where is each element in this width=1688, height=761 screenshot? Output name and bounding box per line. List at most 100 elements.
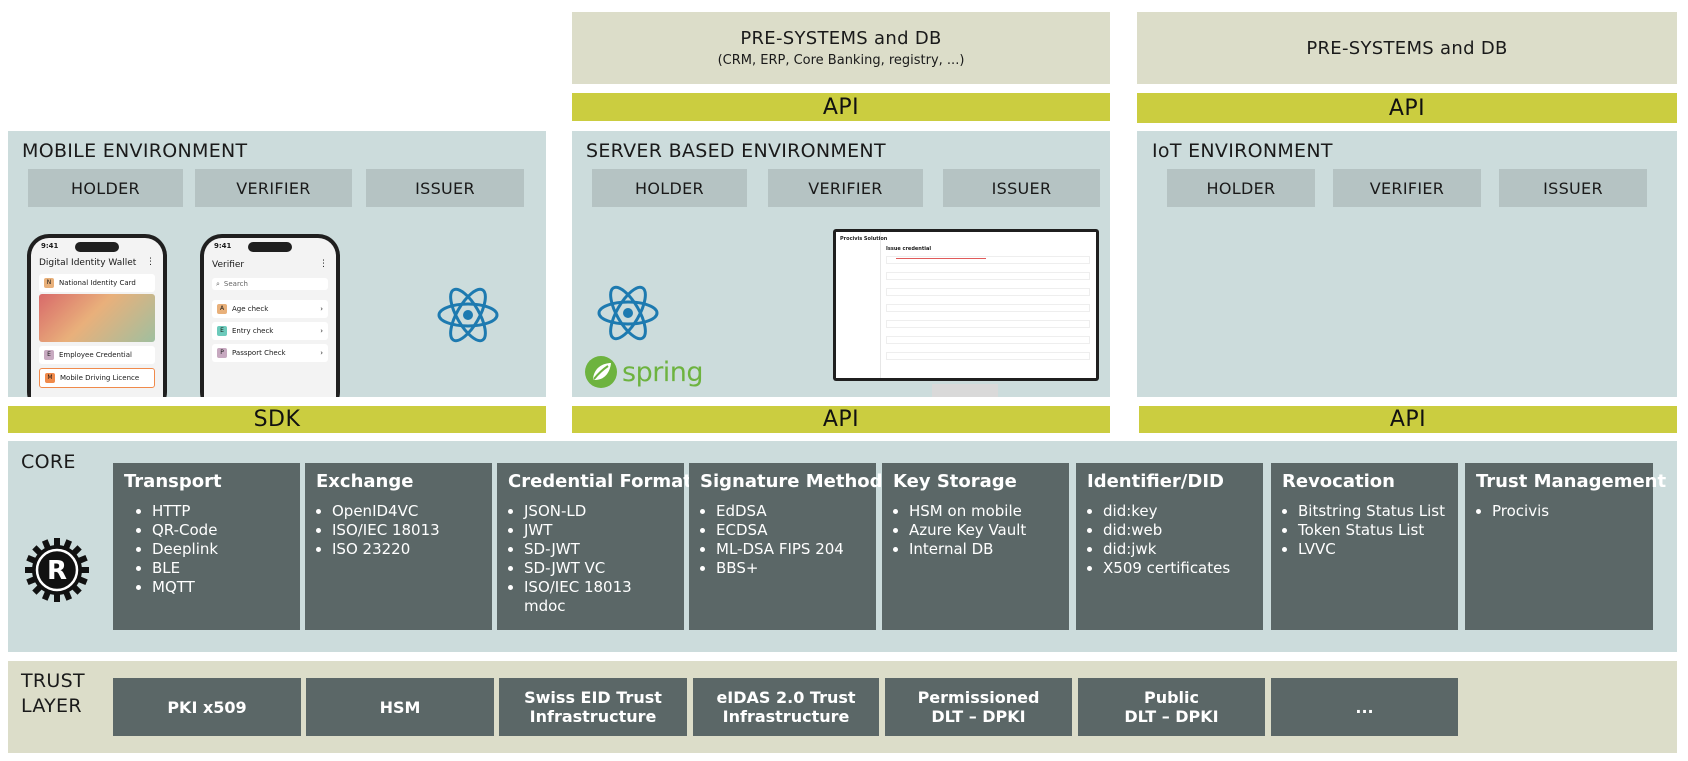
core-box-title: Identifier/DID	[1087, 471, 1224, 492]
monitor-app-title: Procivis Solution	[840, 236, 888, 242]
wallet-card-badge: E	[44, 350, 54, 360]
trust-box-line: DLT – DPKI	[1124, 707, 1219, 726]
core-box-item: HTTP	[152, 502, 289, 521]
wallet-phone-mockup: 9:41 Digital Identity Wallet ⋮ N Nationa…	[27, 234, 167, 397]
core-box-item: did:web	[1103, 521, 1252, 540]
core-box-item: HSM on mobile	[909, 502, 1058, 521]
iot-role-holder: HOLDER	[1167, 169, 1315, 207]
wallet-card-label: National Identity Card	[59, 279, 136, 287]
spring-label: spring	[622, 356, 704, 388]
wallet-time: 9:41	[41, 242, 59, 250]
verifier-item-label: Age check	[232, 305, 269, 313]
trust-label-line2: LAYER	[21, 695, 82, 717]
core-box-credential-format: Credential Format JSON-LD JWT SD-JWT SD-…	[497, 463, 692, 630]
core-box-item: Internal DB	[909, 540, 1058, 559]
trust-layer-section: TRUST LAYER PKI x509 HSM Swiss EID Trust…	[8, 661, 1677, 753]
server-role-verifier: VERIFIER	[768, 169, 923, 207]
core-label: CORE	[21, 451, 76, 473]
react-logo-icon	[597, 285, 659, 341]
core-box-item: Procivis	[1492, 502, 1642, 521]
trust-label-line1: TRUST	[21, 670, 85, 692]
core-box-list: did:key did:web did:jwk X509 certificate…	[1087, 502, 1252, 578]
wallet-card-row[interactable]: E Employee Credential	[39, 346, 155, 364]
core-box-item: JSON-LD	[524, 502, 673, 521]
core-box-item: ISO/IEC 18013 mdoc	[524, 578, 654, 616]
iot-presystems-title: PRE-SYSTEMS and DB	[1306, 37, 1508, 59]
trust-box-line: PKI x509	[167, 697, 247, 717]
verifier-search-placeholder: Search	[223, 280, 248, 288]
core-box-list: Bitstring Status List Token Status List …	[1282, 502, 1447, 559]
core-box-list: Procivis	[1476, 502, 1642, 521]
verifier-item-badge: A	[217, 304, 227, 314]
server-environment: SERVER BASED ENVIRONMENT HOLDER VERIFIER…	[572, 131, 1110, 397]
trust-layer-label: TRUST LAYER	[21, 669, 85, 719]
wallet-title: Digital Identity Wallet	[39, 258, 137, 268]
verifier-list-item[interactable]: A Age check ›	[212, 300, 328, 318]
verifier-item-label: Entry check	[232, 327, 274, 335]
trust-box-public-dlt: Public DLT – DPKI	[1078, 678, 1265, 736]
wallet-card-label: Mobile Driving Licence	[60, 374, 140, 382]
trust-box-eidas: eIDAS 2.0 Trust Infrastructure	[693, 678, 879, 736]
core-box-item: X509 certificates	[1103, 559, 1252, 578]
verifier-item-badge: E	[217, 326, 227, 336]
core-box-title: Credential Format	[508, 471, 692, 492]
trust-box-line: Infrastructure	[529, 707, 657, 726]
core-box-item: MQTT	[152, 578, 289, 597]
trust-box-line: Infrastructure	[722, 707, 850, 726]
wallet-card-badge: M	[45, 373, 55, 383]
chevron-right-icon: ›	[320, 327, 323, 335]
trust-box-hsm: HSM	[306, 678, 494, 736]
iot-env-title: IoT ENVIRONMENT	[1152, 140, 1333, 162]
verifier-item-badge: P	[217, 348, 227, 358]
wallet-card-label: Employee Credential	[59, 351, 132, 359]
core-box-list: EdDSA ECDSA ML-DSA FIPS 204 BBS+	[700, 502, 865, 578]
core-box-title: Exchange	[316, 471, 414, 492]
core-box-item: SD-JWT VC	[524, 559, 673, 578]
core-box-list: JSON-LD JWT SD-JWT SD-JWT VC ISO/IEC 180…	[508, 502, 673, 616]
mobile-role-verifier: VERIFIER	[195, 169, 352, 207]
mobile-role-issuer: ISSUER	[366, 169, 524, 207]
wallet-more-icon[interactable]: ⋮	[146, 257, 155, 267]
core-box-list: HTTP QR-Code Deeplink BLE MQTT	[124, 502, 289, 597]
core-box-title: Signature Method	[700, 471, 883, 492]
iot-bottom-api-band: API	[1139, 406, 1677, 433]
core-box-item: JWT	[524, 521, 673, 540]
verifier-list-item[interactable]: E Entry check ›	[212, 322, 328, 340]
wallet-card-row[interactable]: N National Identity Card	[39, 274, 155, 292]
core-box-item: EdDSA	[716, 502, 865, 521]
react-logo-icon	[437, 287, 499, 343]
core-box-item: did:jwk	[1103, 540, 1252, 559]
server-presystems-title: PRE-SYSTEMS and DB	[740, 28, 942, 49]
chevron-right-icon: ›	[320, 349, 323, 357]
core-box-item: did:key	[1103, 502, 1252, 521]
mobile-environment: MOBILE ENVIRONMENT HOLDER VERIFIER ISSUE…	[8, 131, 546, 397]
core-box-item: LVVC	[1298, 540, 1447, 559]
trust-box-line: Permissioned	[917, 688, 1040, 707]
verifier-phone-mockup: 9:41 Verifier ⋮ ⌕ Search A Age check › E…	[200, 234, 340, 397]
server-top-api-band: API	[572, 93, 1110, 121]
core-box-title: Revocation	[1282, 471, 1395, 492]
trust-box-swiss-eid: Swiss EID Trust Infrastructure	[499, 678, 687, 736]
core-box-key-storage: Key Storage HSM on mobile Azure Key Vaul…	[882, 463, 1069, 630]
monitor-mockup: Procivis Solution Issue credential	[833, 229, 1099, 381]
core-box-list: HSM on mobile Azure Key Vault Internal D…	[893, 502, 1058, 559]
verifier-more-icon[interactable]: ⋮	[319, 259, 328, 269]
trust-box-permissioned-dlt: Permissioned DLT – DPKI	[885, 678, 1072, 736]
core-box-identifier-did: Identifier/DID did:key did:web did:jwk X…	[1076, 463, 1263, 630]
core-box-item: ISO 23220	[332, 540, 481, 559]
core-box-item: Token Status List	[1298, 521, 1447, 540]
verifier-list-item[interactable]: P Passport Check ›	[212, 344, 328, 362]
core-box-item: BBS+	[716, 559, 865, 578]
iot-role-issuer: ISSUER	[1499, 169, 1647, 207]
wallet-card-row[interactable]: M Mobile Driving Licence	[39, 368, 155, 388]
verifier-time: 9:41	[214, 242, 232, 250]
iot-top-api-band: API	[1137, 93, 1677, 123]
core-box-title: Trust Management	[1476, 471, 1667, 492]
wallet-card-image	[39, 294, 155, 342]
core-box-item: Azure Key Vault	[909, 521, 1058, 540]
core-box-item: ISO/IEC 18013	[332, 521, 481, 540]
server-presystems-subtitle: (CRM, ERP, Core Banking, registry, ...)	[717, 53, 965, 68]
monitor-stand	[932, 384, 998, 397]
server-role-issuer: ISSUER	[943, 169, 1100, 207]
verifier-search-input[interactable]: ⌕ Search	[212, 278, 328, 290]
